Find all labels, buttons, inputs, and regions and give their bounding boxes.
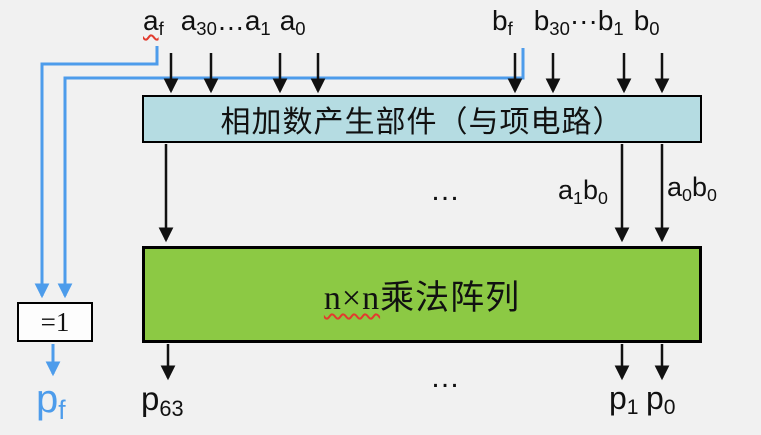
ellipsis-partial-products: … (430, 174, 462, 207)
multiply-array-box: n×n乘法阵列 (142, 246, 702, 343)
label-a-30: a30 (180, 5, 217, 39)
label-b-0: b0 (633, 5, 660, 39)
operand-a-labels: af a30 … a1 a0 (143, 5, 306, 39)
label-p-63: p63 (141, 380, 184, 421)
addend-generator-box: 相加数产生部件（与项电路） (142, 95, 702, 143)
wire-bf-to-parity (57, 48, 525, 299)
multiply-array-label: n×n乘法阵列 (323, 280, 521, 317)
label-b-f: bf (492, 5, 513, 39)
parity-label: =1 (40, 306, 70, 337)
addend-generator-label: 相加数产生部件（与项电路） (220, 106, 624, 139)
wire-af-to-parity (34, 46, 159, 299)
ellipsis-a: … (216, 5, 245, 36)
label-a-f: af (143, 5, 164, 39)
ellipsis-b: ··· (569, 5, 598, 36)
label-b-1: b1 (597, 5, 624, 39)
label-a-0: a0 (279, 5, 306, 39)
label-b-30: b30 (533, 5, 570, 39)
label-p-0: p0 (646, 380, 676, 420)
parity-box: =1 (17, 302, 93, 342)
label-p-f: pf (36, 377, 66, 425)
label-a-1: a1 (244, 5, 271, 39)
label-a0b0: a0b0 (667, 172, 717, 205)
label-a1b0: a1b0 (558, 175, 608, 208)
ellipsis-outputs: … (430, 361, 462, 394)
operand-b-labels: bf b30 ··· b1 b0 (492, 5, 660, 39)
label-p-1: p1 (609, 380, 639, 420)
